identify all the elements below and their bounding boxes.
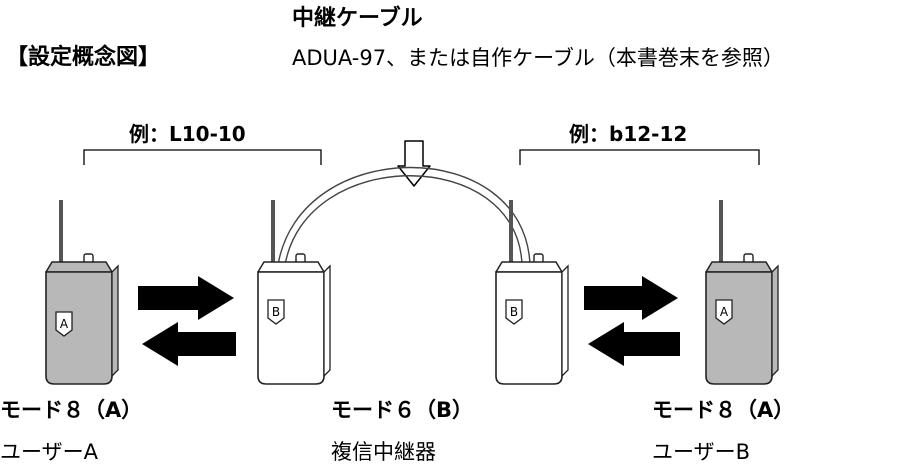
arrow-left-right-pair-icon (588, 322, 680, 366)
arrow-left-left-pair-icon (142, 322, 236, 366)
device-badge-relay-right: B (510, 305, 518, 319)
role-label-user-a: ユーザーA (0, 440, 98, 464)
device-badge-user-b: A (720, 305, 729, 319)
relay-cable-outer (277, 166, 531, 266)
role-label-repeater: 複信中継器 (331, 440, 436, 464)
device-badge-relay-left: B (272, 305, 280, 319)
cable-note: ADUA-97、または自作ケーブル（本書巻末を参照） (292, 46, 784, 70)
example-left: 例：L10-10 (129, 122, 246, 146)
arrow-right-left-pair-icon (138, 276, 234, 320)
bracket-left (83, 149, 322, 165)
cable-title: 中継ケーブル (292, 6, 423, 31)
radio-relay-left-icon: B (257, 199, 331, 385)
arrow-right-right-pair-icon (584, 276, 678, 320)
bracket-right (519, 149, 760, 165)
relay-cable-inner (284, 175, 523, 266)
radio-user-a-icon: A (45, 199, 119, 385)
role-label-user-b: ユーザーB (652, 440, 750, 464)
mode-label-user-a: モード８（A） (0, 398, 143, 422)
page-title: 【設定概念図】 (6, 45, 161, 70)
device-badge-user-a: A (60, 317, 69, 331)
radio-relay-right-icon: B (495, 199, 569, 385)
radio-user-b-icon: A (705, 199, 779, 385)
example-right: 例：b12-12 (569, 122, 688, 146)
cable-down-arrow-icon (397, 140, 431, 187)
mode-label-repeater: モード６（B） (331, 398, 474, 422)
mode-label-user-b: モード８（A） (652, 398, 795, 422)
